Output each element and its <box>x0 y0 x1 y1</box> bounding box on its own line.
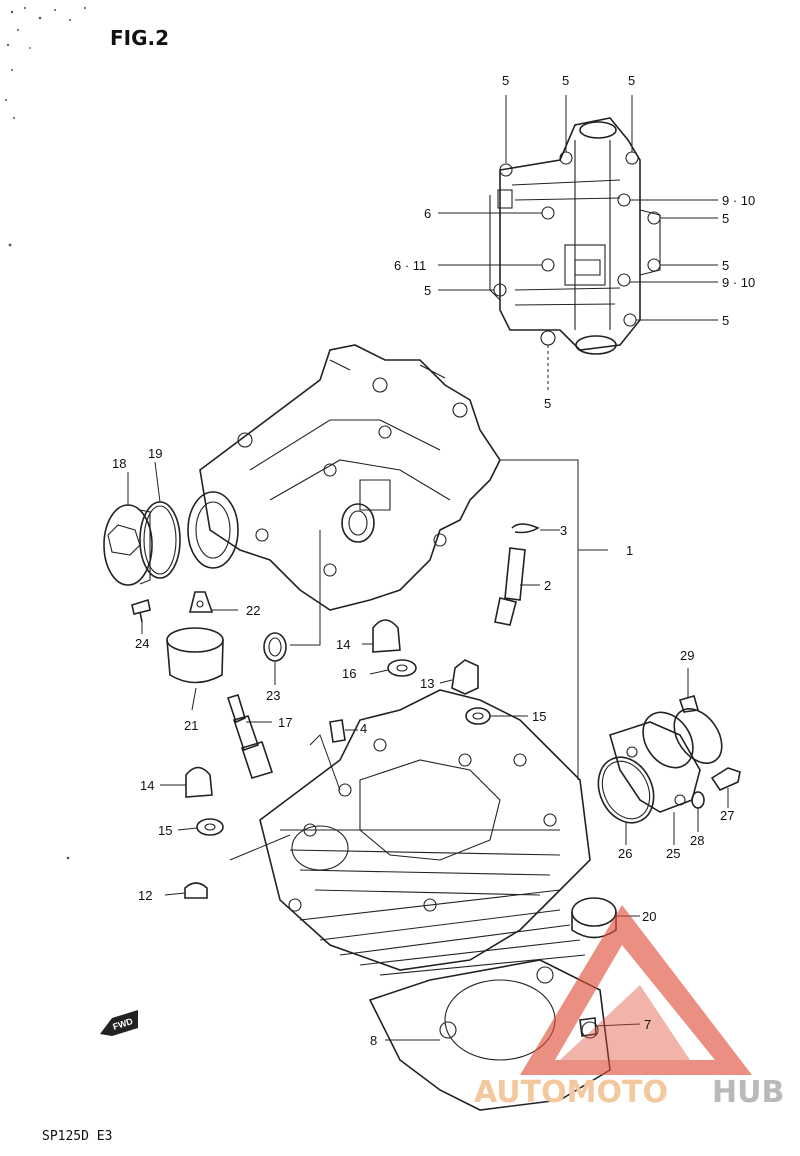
leader-1 <box>500 459 608 780</box>
leader-lines <box>127 95 729 1041</box>
o-ring-19 <box>139 501 181 579</box>
bolt-24 <box>131 598 151 623</box>
label-18: 18 <box>112 456 126 471</box>
label-22: 22 <box>246 603 260 618</box>
label-2: 2 <box>544 578 551 593</box>
nut-14-left <box>185 766 213 798</box>
washer-15-center <box>465 707 491 725</box>
footer-code: SP125D E3 <box>42 1129 112 1144</box>
label-7: 7 <box>644 1017 651 1032</box>
camshaft-housing <box>187 344 501 611</box>
label-29: 29 <box>680 648 694 663</box>
label-24: 24 <box>135 636 149 651</box>
label-5-f: 5 <box>424 283 431 298</box>
dowel-4 <box>329 719 346 743</box>
washer-16 <box>387 659 417 677</box>
label-5-d: 5 <box>722 211 729 226</box>
watermark-text-1: AUTOMOTO <box>474 1075 668 1110</box>
label-15-left: 15 <box>158 823 172 838</box>
label-9-10-b: 9 · 10 <box>722 275 755 290</box>
label-4: 4 <box>360 721 367 736</box>
label-25: 25 <box>666 846 680 861</box>
label-14-left: 14 <box>140 778 154 793</box>
label-23: 23 <box>266 688 280 703</box>
label-8: 8 <box>370 1033 377 1048</box>
o-ring-26 <box>597 756 655 824</box>
label-13: 13 <box>420 676 434 691</box>
label-5-g: 5 <box>722 313 729 328</box>
nut-14-center <box>372 619 401 653</box>
watermark-logo <box>520 905 752 1075</box>
plate-22 <box>188 591 214 613</box>
label-12: 12 <box>138 888 152 903</box>
label-3: 3 <box>560 523 567 538</box>
forward-arrow-icon: FWD <box>100 1010 138 1036</box>
dowel-7 <box>579 1017 597 1037</box>
label-6-11: 6 · 11 <box>394 258 426 273</box>
nut-12 <box>184 882 208 899</box>
screw-27 <box>710 767 741 792</box>
valve-guide-2 <box>494 547 526 626</box>
label-15-center: 15 <box>532 709 546 724</box>
part-labels: 5 5 5 6 9 · 10 5 6 · 11 5 9 · 10 5 5 5 1… <box>112 73 755 1048</box>
cylinder-head-cover <box>489 117 661 355</box>
washer-28 <box>691 791 705 809</box>
label-5-c: 5 <box>628 73 635 88</box>
washer-15-left <box>196 818 224 836</box>
label-9-10-a: 9 · 10 <box>722 193 755 208</box>
cap-21 <box>166 627 224 684</box>
cylinder-head <box>229 689 591 976</box>
label-5-h: 5 <box>544 396 551 411</box>
label-14-center: 14 <box>336 637 350 652</box>
label-16: 16 <box>342 666 356 681</box>
label-5-e: 5 <box>722 258 729 273</box>
label-5-a: 5 <box>502 73 509 88</box>
clip-3 <box>511 523 540 534</box>
label-6: 6 <box>424 206 431 221</box>
label-17: 17 <box>278 715 292 730</box>
clamp-29 <box>673 695 723 764</box>
figure-title: FIG.2 <box>110 26 169 50</box>
scan-noise <box>5 7 86 860</box>
seal-23 <box>263 632 287 662</box>
label-20: 20 <box>642 909 656 924</box>
label-21: 21 <box>184 718 198 733</box>
label-5-b: 5 <box>562 73 569 88</box>
label-19: 19 <box>148 446 162 461</box>
spark-plug-17 <box>226 694 274 779</box>
label-28: 28 <box>690 833 704 848</box>
label-27: 27 <box>720 808 734 823</box>
label-1: 1 <box>626 543 633 558</box>
label-26: 26 <box>618 846 632 861</box>
leader-23 <box>290 530 321 646</box>
watermark-text-2: HUB <box>712 1075 784 1110</box>
nut-13 <box>451 659 479 695</box>
